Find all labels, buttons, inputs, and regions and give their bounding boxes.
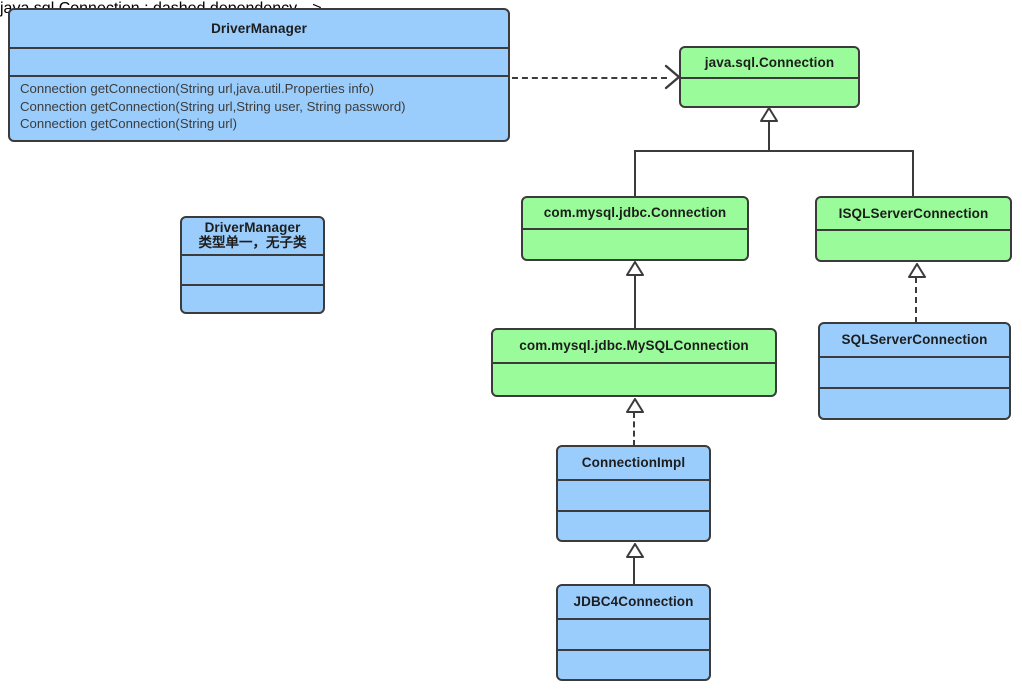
- compartment-title: ISQLServerConnection: [817, 198, 1010, 231]
- compartment-title: com.mysql.jdbc.MySQLConnection: [493, 330, 775, 364]
- class-name-isqlserverconnection: ISQLServerConnection: [838, 205, 989, 221]
- edge-sqlserverconnection-to-isqlserverconnection: [915, 277, 917, 323]
- class-box-java-sql-connection[interactable]: java.sql.Connection: [679, 46, 860, 108]
- edge-bus-drop-isqlserverconnection: [912, 150, 914, 197]
- class-name-com-mysql-jdbc-mysqlconnection: com.mysql.jdbc.MySQLConnection: [519, 338, 749, 354]
- edge-bus-horizontal: [634, 150, 914, 152]
- compartment-attributes: [558, 481, 709, 512]
- class-name-java-sql-connection: java.sql.Connection: [704, 54, 835, 70]
- compartment-operations: [820, 389, 1009, 418]
- class-name-drivermanager-note: DriverManager: [204, 220, 301, 236]
- operations-list: Connection getConnection(String url,java…: [10, 77, 508, 137]
- compartment-attributes: [10, 49, 508, 77]
- compartment-title: DriverManager 类型单一，无子类: [182, 218, 323, 256]
- compartment-attributes: [558, 620, 709, 651]
- operation-item: Connection getConnection(String url,java…: [20, 81, 375, 96]
- compartment-body: [681, 79, 858, 106]
- operation-item: Connection getConnection(String url,Stri…: [20, 98, 406, 114]
- class-name-com-mysql-jdbc-connection: com.mysql.jdbc.Connection: [543, 205, 727, 221]
- class-box-jdbc4connection[interactable]: JDBC4Connection: [556, 584, 711, 681]
- class-box-drivermanager[interactable]: DriverManager Connection getConnection(S…: [8, 8, 510, 142]
- compartment-title: DriverManager: [10, 10, 508, 49]
- compartment-operations: [558, 512, 709, 540]
- compartment-title: JDBC4Connection: [558, 586, 709, 620]
- edge-jdbc4connection-to-connectionimpl: [633, 557, 635, 585]
- compartment-operations: [558, 651, 709, 679]
- compartment-attributes: [820, 358, 1009, 389]
- hollow-triangle-to-isqlserverconnection: [908, 263, 926, 278]
- class-box-drivermanager-note[interactable]: DriverManager 类型单一，无子类: [180, 216, 325, 314]
- class-box-com-mysql-jdbc-connection[interactable]: com.mysql.jdbc.Connection: [521, 196, 749, 261]
- class-name-drivermanager: DriverManager: [211, 20, 307, 36]
- class-box-isqlserverconnection[interactable]: ISQLServerConnection: [815, 196, 1012, 262]
- class-box-connectionimpl[interactable]: ConnectionImpl: [556, 445, 711, 542]
- compartment-title: java.sql.Connection: [681, 48, 858, 79]
- compartment-operations: [182, 286, 323, 312]
- compartment-title: SQLServerConnection: [820, 324, 1009, 358]
- compartment-body: [523, 230, 747, 259]
- edge-bus-stem-javasqlconnection: [768, 120, 770, 151]
- class-name-sqlserverconnection: SQLServerConnection: [841, 332, 988, 348]
- compartment-body: [493, 364, 775, 395]
- edge-drivermanager-to-javasqlconnection: [512, 77, 667, 79]
- hollow-triangle-to-mysqlinterface: [626, 261, 644, 276]
- hollow-triangle-to-connectionimpl: [626, 543, 644, 558]
- edge-connectionimpl-to-mysqlconnection: [633, 412, 635, 446]
- class-box-com-mysql-jdbc-mysqlconnection[interactable]: com.mysql.jdbc.MySQLConnection: [491, 328, 777, 397]
- class-name-jdbc4connection: JDBC4Connection: [573, 594, 694, 610]
- class-note-subtitle: 类型单一，无子类: [198, 235, 307, 251]
- compartment-attributes: [182, 256, 323, 286]
- compartment-body: [817, 231, 1010, 260]
- hollow-triangle-to-javasqlconnection: [760, 107, 778, 122]
- compartment-title: com.mysql.jdbc.Connection: [523, 198, 747, 230]
- operation-item: Connection getConnection(String url): [20, 116, 237, 132]
- class-box-sqlserverconnection[interactable]: SQLServerConnection: [818, 322, 1011, 420]
- hollow-triangle-to-mysqlconnection: [626, 398, 644, 413]
- edge-mysqlconnection-to-mysqlinterface: [634, 275, 636, 329]
- compartment-operations: Connection getConnection(String url,java…: [10, 77, 508, 140]
- class-name-connectionimpl: ConnectionImpl: [581, 455, 686, 471]
- edge-bus-drop-mysqlconnection: [634, 150, 636, 197]
- compartment-title: ConnectionImpl: [558, 447, 709, 481]
